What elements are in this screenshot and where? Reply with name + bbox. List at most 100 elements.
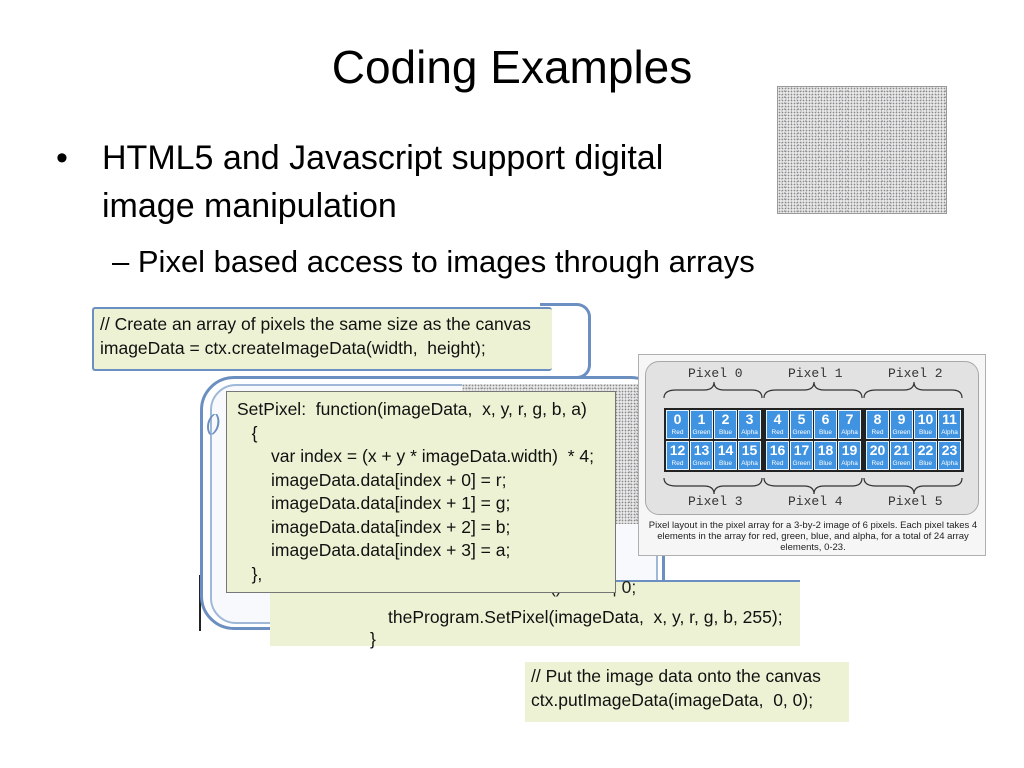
cell-channel: Alpha xyxy=(841,429,858,436)
cell-channel: Red xyxy=(871,429,884,436)
cell-channel: Alpha xyxy=(941,460,958,467)
pixel-label: Pixel 4 xyxy=(788,494,843,509)
code-line: SetPixel: function(imageData, x, y, r, g… xyxy=(237,399,587,419)
cell-index: 17 xyxy=(793,442,810,458)
function-paren: () xyxy=(206,410,221,435)
cell-channel: Green xyxy=(892,460,911,467)
cell-index: 14 xyxy=(717,442,734,458)
cell-channel: Red xyxy=(871,460,884,467)
pixel-group-braces xyxy=(663,381,963,495)
bullet-marker: • xyxy=(56,139,68,177)
cell-index: 21 xyxy=(893,442,910,458)
cell-index: 11 xyxy=(942,411,957,427)
cell-index: 12 xyxy=(669,442,686,458)
cell-index: 5 xyxy=(797,411,806,427)
cell-index: 4 xyxy=(773,411,782,427)
code-line: imageData = ctx.createImageData(width, h… xyxy=(100,337,486,358)
cell-index: 6 xyxy=(821,411,830,427)
cell-channel: Green xyxy=(692,429,711,436)
cell-index: 2 xyxy=(721,411,730,427)
noise-image-thumbnail xyxy=(777,86,947,214)
sub-bullet-text: Pixel based access to images through arr… xyxy=(137,244,755,279)
pixel-label: Pixel 3 xyxy=(688,494,743,509)
cell-channel: Green xyxy=(792,429,811,436)
slide-title: Coding Examples xyxy=(331,41,693,93)
pixel-layout-diagram: Pixel 0 Pixel 1 Pixel 2 Pixel 3 Pixel 4 … xyxy=(638,354,986,556)
cell-channel: Blue xyxy=(718,429,732,436)
code-line: imageData.data[index + 3] = a; xyxy=(237,540,511,560)
cell-channel: Blue xyxy=(918,460,932,467)
code-call-line: theProgram.SetPixel(imageData, x, y, r, … xyxy=(388,607,783,627)
cell-index: 0 xyxy=(673,411,682,427)
cell-index: 7 xyxy=(845,411,854,427)
pixel-label: Pixel 0 xyxy=(688,366,743,381)
cell-index: 1 xyxy=(697,411,706,427)
cell-channel: Alpha xyxy=(941,429,958,436)
cell-index: 9 xyxy=(897,411,906,427)
pixel-diagram-panel: Pixel 0 Pixel 1 Pixel 2 Pixel 3 Pixel 4 … xyxy=(645,361,979,515)
code-line: imageData.data[index + 1] = g; xyxy=(237,493,511,513)
cell-index: 13 xyxy=(693,442,710,458)
code-line: imageData.data[index + 2] = b; xyxy=(237,516,511,537)
cell-channel: Alpha xyxy=(741,429,758,436)
cell-channel: Green xyxy=(792,460,811,467)
cell-channel: Blue xyxy=(718,460,732,467)
bullet-text: HTML5 and Javascript support digital ima… xyxy=(102,139,664,225)
cell-index: 19 xyxy=(841,442,858,458)
cell-channel: Red xyxy=(671,460,684,467)
cell-index: 22 xyxy=(917,442,934,458)
code-line: }, xyxy=(237,563,263,584)
pixel-label: Pixel 5 xyxy=(888,494,943,509)
cell-channel: Red xyxy=(671,429,684,436)
cell-channel: Blue xyxy=(818,460,832,467)
cell-index: 3 xyxy=(745,411,754,427)
cell-channel: Red xyxy=(771,460,784,467)
cell-channel: Red xyxy=(771,429,784,436)
cell-index: 15 xyxy=(741,442,758,458)
diagram-caption: Pixel layout in the pixel array for a 3-… xyxy=(648,520,978,553)
cell-channel: Blue xyxy=(918,429,932,436)
code-line: // Create an array of pixels the same si… xyxy=(100,314,531,334)
pixel-label: Pixel 1 xyxy=(788,366,843,381)
sub-bullet-item: – Pixel based access to images through a… xyxy=(112,240,755,284)
code-line: var index = (x + y * imageData.width) * … xyxy=(237,446,594,466)
cell-index: 23 xyxy=(941,442,958,458)
pixel-label: Pixel 2 xyxy=(888,366,943,381)
cell-index: 10 xyxy=(917,411,934,427)
cell-channel: Blue xyxy=(818,429,832,436)
cell-index: 20 xyxy=(869,442,886,458)
cell-channel: Green xyxy=(692,460,711,467)
code-line: imageData.data[index + 0] = r; xyxy=(237,469,507,490)
code-line: // Put the image data onto the canvas xyxy=(531,666,821,686)
cell-index: 16 xyxy=(769,442,786,458)
cell-channel: Green xyxy=(892,429,911,436)
cell-channel: Alpha xyxy=(841,460,858,467)
cell-index: 18 xyxy=(817,442,834,458)
